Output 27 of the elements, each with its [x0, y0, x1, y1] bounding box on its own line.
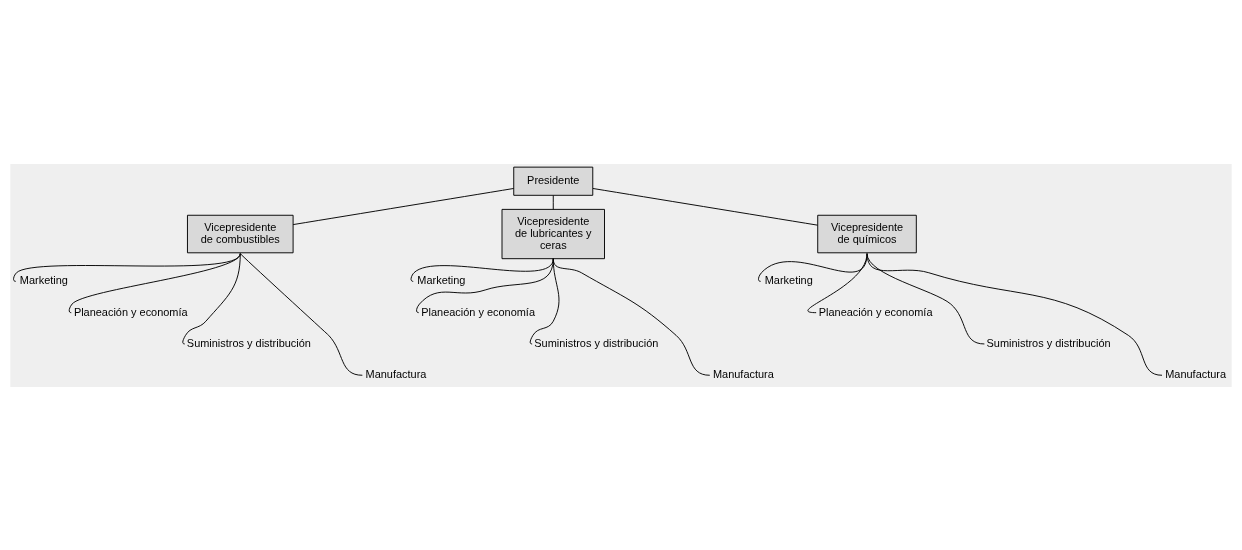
connector: [182, 252, 241, 344]
connector: [592, 187, 818, 226]
connector: [292, 187, 515, 225]
connector: [410, 257, 554, 282]
connector: [552, 194, 554, 210]
node-box: Vicepresidente de químicos: [817, 214, 917, 253]
connector: [552, 257, 711, 376]
connector: [239, 252, 363, 376]
node-text: Suministros y distribución: [534, 336, 659, 349]
node-text: Marketing: [417, 273, 466, 286]
node-box: Presidente: [513, 166, 594, 196]
node-text: Manufactura: [365, 367, 427, 380]
connector: [416, 257, 554, 313]
node-text: Marketing: [19, 273, 68, 286]
node-text: Planeación y economía: [73, 305, 188, 318]
node-box: Vicepresidente de combustibles: [187, 214, 294, 253]
node-text: Manufactura: [1165, 367, 1227, 380]
connector: [866, 252, 1163, 376]
node-text: Suministros y distribución: [186, 336, 311, 349]
node-box: Vicepresidente de lubricantes y ceras: [501, 208, 605, 259]
node-text: Manufactura: [712, 367, 774, 380]
node-text: Planeación y economía: [818, 305, 933, 318]
node-text: Marketing: [764, 273, 813, 286]
connector: [68, 252, 241, 313]
connector: [807, 252, 868, 313]
node-text: Planeación y economía: [421, 305, 535, 318]
node-text: Suministros y distribución: [986, 336, 1111, 349]
